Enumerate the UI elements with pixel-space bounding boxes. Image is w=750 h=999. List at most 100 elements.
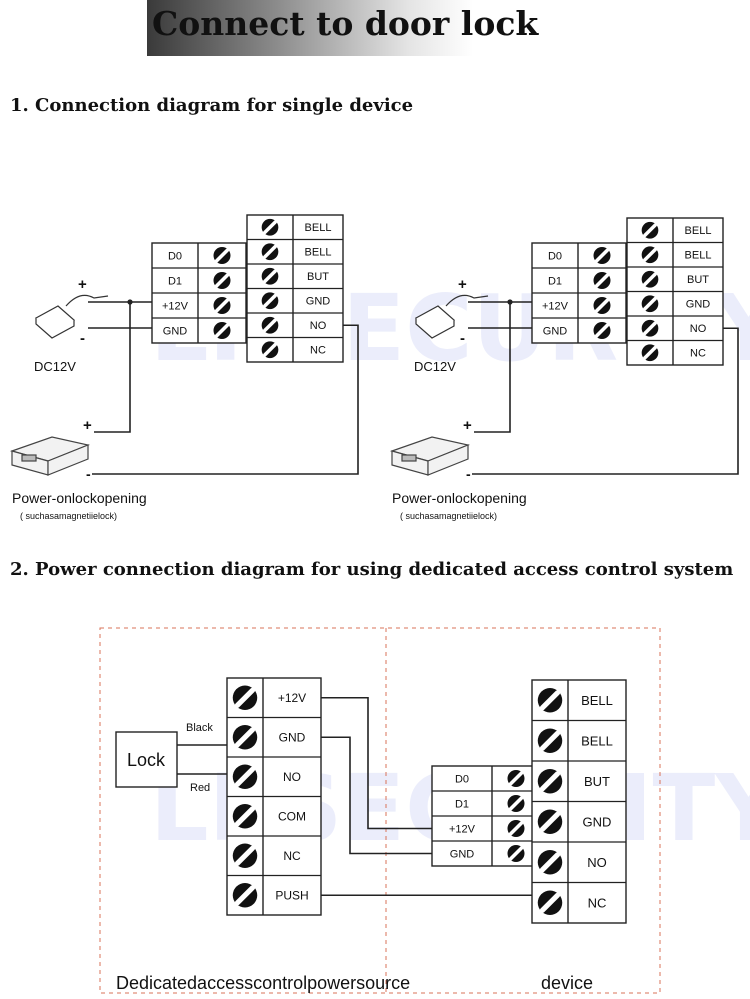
power-source-terminal-block-screw-icon — [232, 883, 258, 908]
device-terminal-block-screw-icon-slot — [643, 345, 657, 360]
device-terminal-block-screw-icon-slot — [263, 244, 277, 259]
device-terminal-block-screw-icon-slot — [643, 223, 657, 238]
device-caption: device — [541, 973, 593, 993]
reader-terminal-block-screw-icon — [593, 297, 611, 314]
device-terminal-block-terminal-label: GND — [583, 814, 612, 829]
power-source-terminal-block-terminal-label: +12V — [278, 691, 306, 705]
wire-label-red: Red — [190, 782, 210, 794]
lock-negative-wire — [92, 324, 359, 475]
device-terminal-block-terminal-label: GND — [306, 296, 331, 308]
magnetic-lock-icon-side — [427, 444, 469, 476]
power-adapter-icon — [414, 294, 489, 339]
lock-sublabel: ( suchasamagnetiielock) — [20, 511, 117, 521]
power-source-terminal-block-screw-icon — [232, 725, 258, 750]
device-terminal-block-screw-icon-slot — [643, 296, 657, 311]
reader-terminal-block — [151, 242, 247, 344]
reader-terminal-block-screw-icon — [213, 297, 231, 314]
reader-terminal-block-screw-icon — [507, 820, 525, 837]
device-terminal-block-screw-icon-slot — [539, 771, 561, 792]
reader-terminal-block-screw-icon-slot — [594, 323, 610, 338]
magnetic-lock-icon — [389, 436, 471, 476]
lock-positive-wire — [474, 302, 511, 433]
reader-terminal-block-screw-icon-slot — [594, 273, 610, 288]
reader-terminal-block-screw-icon-slot — [594, 248, 610, 263]
device-terminal-block-screw-icon-slot — [643, 247, 657, 262]
reader-terminal-block-screw-icon — [593, 272, 611, 289]
device-terminal-block-screw-icon — [537, 809, 563, 834]
reader-terminal-block-screw-icon-slot — [214, 298, 230, 313]
reader-terminal-block-terminal-label: +12V — [162, 300, 189, 312]
power-adapter-icon-cord — [445, 294, 489, 307]
device-terminal-block-screw-icon-slot — [539, 892, 561, 913]
device-terminal-block — [531, 679, 627, 924]
device-terminal-block-screw-icon-slot — [263, 220, 277, 235]
device-terminal-block-terminal-label: BUT — [687, 274, 709, 286]
device-terminal-block-screw-icon — [261, 341, 279, 359]
plus-sign: + — [78, 276, 87, 293]
lock-label: Power-onlockopening — [12, 490, 147, 506]
device-terminal-block-terminal-label: BELL — [685, 250, 712, 262]
source-caption: Dedicatedaccesscontrolpowersource — [116, 973, 410, 993]
device-terminal-block-screw-icon — [537, 728, 563, 753]
power-source-terminal-block-terminal-label: PUSH — [275, 889, 308, 903]
reader-terminal-block-screw-icon-slot — [214, 273, 230, 288]
reader-terminal-block-terminal-label: GND — [543, 325, 568, 337]
device-terminal-block — [246, 214, 344, 363]
magnetic-lock-icon — [9, 436, 91, 476]
power-source-terminal-block-terminal-label: NO — [283, 770, 301, 784]
reader-terminal-block-screw-icon-slot — [508, 771, 524, 786]
reader-terminal-block-screw-icon-slot — [508, 821, 524, 836]
device-terminal-block-screw-icon — [641, 344, 659, 362]
power-source-terminal-block-screw-icon — [232, 843, 258, 868]
power-source-terminal-block — [226, 677, 322, 916]
page-title: Connect to door lock — [152, 4, 539, 43]
reader-terminal-block-screw-icon-slot — [508, 796, 524, 811]
reader-terminal-block-screw-icon-slot — [594, 298, 610, 313]
wire-label-black: Black — [186, 722, 213, 734]
device-terminal-block-screw-icon-slot — [539, 852, 561, 873]
device-terminal-block-screw-icon — [641, 221, 659, 239]
power-source-terminal-block-terminal-label: COM — [278, 810, 306, 824]
device-terminal-block-screw-icon — [641, 270, 659, 288]
lock-negative-wire — [472, 327, 739, 475]
reader-terminal-block-terminal-label: +12V — [542, 300, 569, 312]
minus-sign: - — [86, 466, 91, 482]
reader-terminal-block-screw-icon — [213, 272, 231, 289]
device-terminal-block-screw-icon — [641, 246, 659, 264]
power-source-terminal-block-screw-icon-slot — [234, 845, 256, 866]
power-ground-wire — [321, 736, 432, 855]
plus-sign: + — [463, 417, 472, 434]
power-label: DC12V — [34, 359, 76, 374]
plus-sign: + — [458, 276, 467, 293]
power-adapter-icon-side — [415, 318, 455, 339]
device-terminal-block-terminal-label: BELL — [581, 733, 613, 748]
reader-terminal-block-terminal-label: GND — [163, 325, 188, 337]
device-terminal-block-screw-icon — [261, 243, 279, 261]
device-terminal-block-screw-icon-slot — [539, 690, 561, 711]
reader-terminal-block-screw-icon-slot — [508, 846, 524, 861]
title-banner — [147, 0, 473, 56]
power-adapter-icon — [34, 294, 109, 339]
device-terminal-block-screw-icon — [537, 688, 563, 713]
device-terminal-block-screw-icon-slot — [263, 342, 277, 357]
lock-positive-wire — [94, 302, 131, 433]
device-terminal-block-screw-icon — [641, 319, 659, 337]
reader-terminal-block-screw-icon — [213, 247, 231, 264]
lock-label: Power-onlockopening — [392, 490, 527, 506]
power-label: DC12V — [414, 359, 456, 374]
device-terminal-block-screw-icon-slot — [539, 811, 561, 832]
reader-terminal-block-terminal-label: GND — [450, 848, 475, 860]
device-terminal-block-terminal-label: NO — [587, 855, 607, 870]
reader-terminal-block-terminal-label: +12V — [449, 823, 476, 835]
lock-sublabel: ( suchasamagnetiielock) — [400, 511, 497, 521]
device-terminal-block-terminal-label: BUT — [307, 271, 329, 283]
minus-sign: - — [466, 466, 471, 482]
reader-terminal-block-terminal-label: D0 — [548, 250, 562, 262]
reader-terminal-block-terminal-label: D1 — [168, 275, 182, 287]
device-terminal-block-screw-icon-slot — [263, 293, 277, 308]
power-source-terminal-block-terminal-label: NC — [283, 849, 301, 863]
device-terminal-block-screw-icon — [261, 316, 279, 334]
minus-sign: - — [460, 330, 465, 347]
magnetic-lock-icon-side — [47, 444, 89, 476]
reader-terminal-block-screw-icon — [213, 322, 231, 339]
